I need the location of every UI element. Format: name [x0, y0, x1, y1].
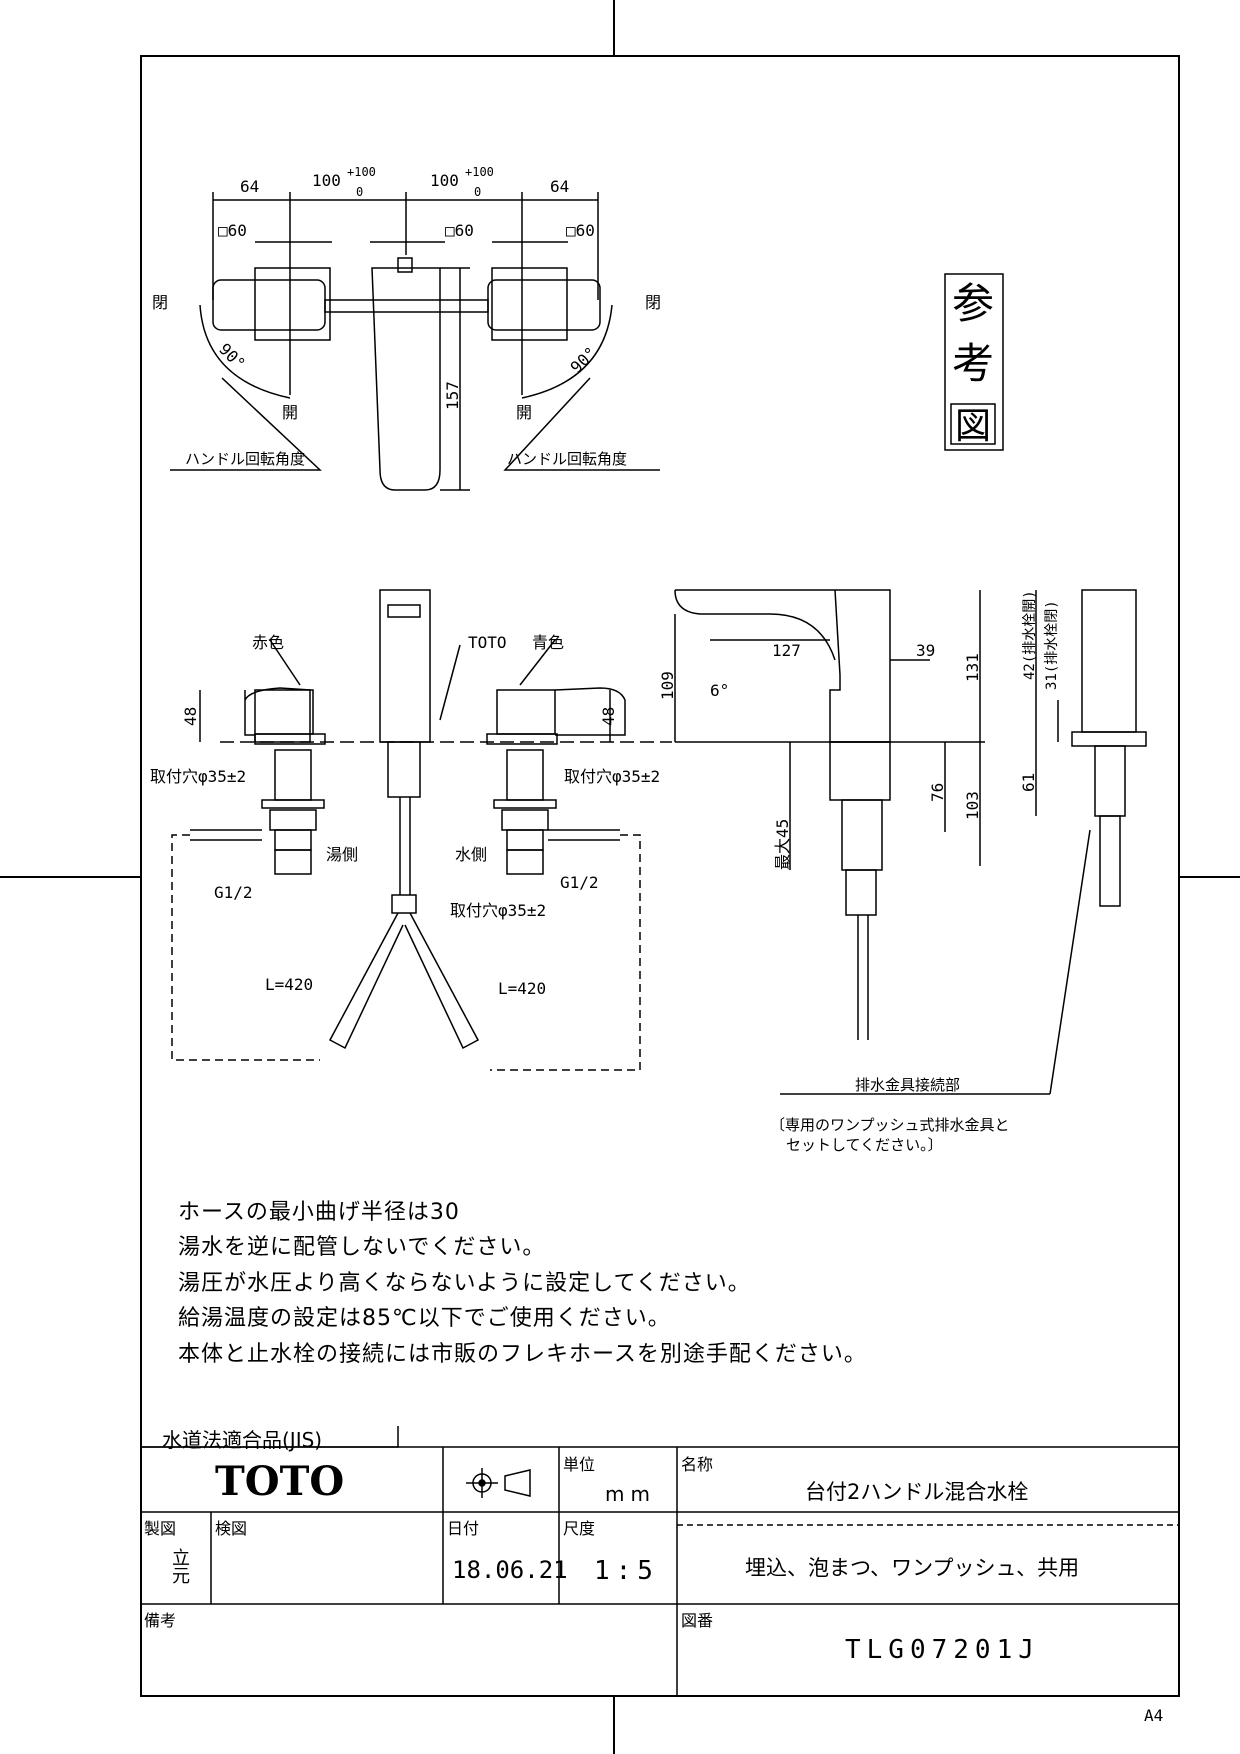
dim-76: 76	[928, 783, 947, 802]
note-2: 湯水を逆に配管しないでください。	[178, 1235, 546, 1260]
reference-stamp	[944, 273, 1004, 451]
open-left: 開	[282, 403, 298, 422]
dim-64-left: 64	[240, 177, 259, 196]
g12-right: G1/2	[560, 873, 599, 892]
label-blue: 青色	[532, 633, 564, 652]
drain-fitting: 排水金具接続部	[855, 1076, 960, 1094]
dim-100-left: 100	[312, 171, 341, 190]
dim-109: 109	[658, 671, 677, 700]
hole-left: 取付穴φ35±2	[150, 767, 246, 786]
scale-label: 尺度	[563, 1519, 596, 1538]
front-view	[171, 589, 672, 1071]
sq60-right: □60	[566, 221, 595, 240]
angle-right: 90°	[567, 343, 601, 377]
handle-angle-left: ハンドル回転角度	[185, 450, 305, 468]
unit-value: mm	[605, 1482, 656, 1506]
hose-right: L=420	[498, 979, 546, 998]
dim-103: 103	[963, 791, 982, 820]
top-view	[170, 192, 660, 491]
note-1: ホースの最小曲げ半径は30	[178, 1200, 460, 1225]
angle-left: 90°	[215, 339, 249, 373]
dim-127: 127	[772, 641, 801, 660]
dim-100-right-tol-lower: 0	[474, 185, 481, 199]
product-subname: 埋込、泡まつ、ワンプッシュ、共用	[745, 1556, 1080, 1580]
angle-6: 6°	[710, 681, 729, 700]
date-value: 18.06.21	[452, 1556, 568, 1584]
water-side: 水側	[455, 845, 487, 864]
drain-note-1: 〔専用のワンプッシュ式排水金具と	[770, 1116, 1010, 1134]
remarks-label: 備考	[144, 1611, 177, 1630]
stamp-char-3: 図	[955, 406, 991, 447]
open-right: 開	[516, 403, 532, 422]
drain-closed: 31(排水栓閉)	[1044, 600, 1060, 690]
dim-39: 39	[916, 641, 935, 660]
unit-label: 単位	[563, 1455, 596, 1474]
sq60-center: □60	[445, 221, 474, 240]
hose-left: L=420	[265, 975, 313, 994]
drawing-no-label: 図番	[681, 1611, 714, 1630]
g12-left: G1/2	[214, 883, 253, 902]
drain-open: 42(排水栓開)	[1022, 590, 1038, 680]
paper-size: A4	[1144, 1706, 1164, 1725]
note-4: 給湯温度の設定は85℃以下でご使用ください。	[178, 1306, 671, 1331]
dim-48-left: 48	[181, 707, 200, 726]
stamp-char-1: 参	[952, 279, 994, 328]
hole-right: 取付穴φ35±2	[564, 767, 660, 786]
scale-value: 1:5	[594, 1556, 659, 1586]
drain-note-2: セットしてください。〕	[786, 1136, 943, 1154]
dim-48-right: 48	[599, 707, 618, 726]
closed-right: 閉	[645, 293, 661, 312]
note-5: 本体と止水栓の接続には市販のフレキホースを別途手配ください。	[178, 1342, 867, 1367]
drawing-no: TLG07201J	[845, 1635, 1040, 1665]
dim-157: 157	[443, 381, 462, 410]
date-label: 日付	[447, 1519, 480, 1538]
title-block	[141, 1426, 1179, 1696]
label-toto: TOTO	[468, 633, 507, 652]
jis-label: 水道法適合品(JIS)	[162, 1428, 323, 1452]
hole-center: 取付穴φ35±2	[450, 901, 546, 920]
dim-100-left-tol-lower: 0	[356, 185, 363, 199]
side-view	[674, 589, 1147, 1095]
drawn-label: 製図	[144, 1519, 177, 1538]
label-red: 赤色	[252, 633, 284, 652]
note-3: 湯圧が水圧より高くならないように設定してください。	[178, 1271, 751, 1296]
dim-100-right: 100	[430, 171, 459, 190]
dim-100-right-tol-upper: +100	[465, 165, 494, 179]
hot-side: 湯側	[326, 845, 358, 864]
drawn-by: 立元	[169, 1548, 190, 1584]
dim-61: 61	[1019, 773, 1038, 792]
stamp-char-2: 考	[952, 339, 994, 388]
handle-angle-right: ハンドル回転角度	[507, 450, 627, 468]
max-45: 最大45	[773, 819, 792, 870]
dim-100-left-tol-upper: +100	[347, 165, 376, 179]
check-label: 検図	[215, 1519, 248, 1538]
product-name: 台付2ハンドル混合水栓	[805, 1480, 1029, 1504]
closed-left: 閉	[152, 293, 168, 312]
sq60-left: □60	[218, 221, 247, 240]
brand-logo: TOTO	[215, 1458, 345, 1505]
dim-64-right: 64	[550, 177, 569, 196]
dim-131: 131	[963, 653, 982, 682]
name-label: 名称	[681, 1455, 714, 1474]
